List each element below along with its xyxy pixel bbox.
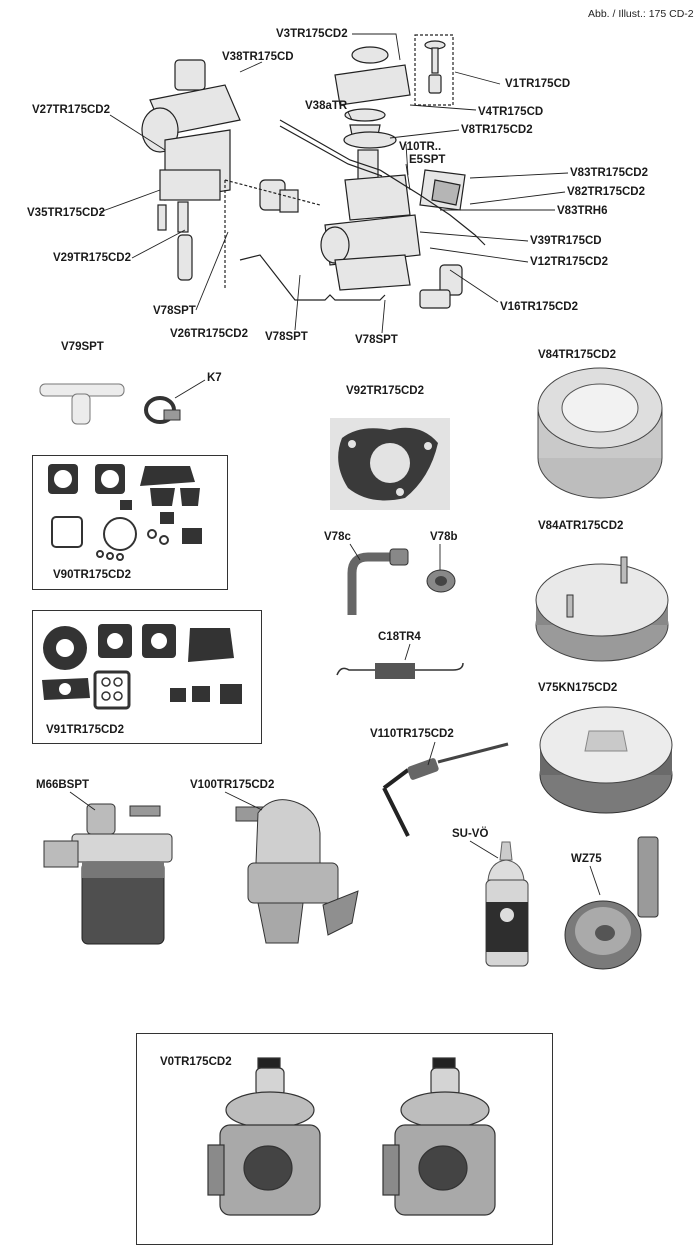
olive-nut	[426, 569, 456, 593]
part-label-v29tr175cd2: V29TR175CD2	[53, 252, 131, 264]
banjo-pipe	[347, 548, 409, 615]
kn-air-filter	[539, 706, 673, 814]
gasket-kit-parts-2	[42, 624, 242, 710]
part-label-v38atr: V38aTR	[305, 100, 348, 112]
flange-gasket	[330, 418, 450, 510]
part-label-v10tr: V10TR..	[399, 141, 442, 153]
part-label-v35tr175cd2: V35TR175CD2	[27, 207, 105, 219]
part-label-v16tr175cd2: V16TR175CD2	[500, 301, 578, 313]
exploded-carburettor-diagram	[141, 34, 486, 309]
part-label-v83tr175cd2: V83TR175CD2	[570, 167, 648, 179]
part-label-v12tr175cd2: V12TR175CD2	[530, 256, 608, 268]
part-label-v78spt-1: V78SPT	[153, 305, 196, 317]
illustration-reference: Abb. / Illust.: 175 CD-2	[588, 8, 694, 20]
part-label-v100tr175cd2: V100TR175CD2	[190, 779, 275, 791]
part-label-v82tr175cd2: V82TR175CD2	[567, 186, 645, 198]
part-label-k7: K7	[207, 372, 222, 384]
part-label-v91tr175cd2: V91TR175CD2	[46, 724, 124, 736]
part-label-v79spt: V79SPT	[61, 341, 104, 353]
carburettor-pair	[207, 1057, 496, 1216]
part-label-su-vo: SU-VÖ	[452, 828, 489, 840]
part-label-m66bspt: M66BSPT	[36, 779, 90, 791]
part-label-v84atr175cd2: V84ATR175CD2	[538, 520, 624, 532]
part-label-v78spt-2: V78SPT	[265, 331, 308, 343]
part-label-v39tr175cd: V39TR175CD	[530, 235, 602, 247]
part-label-v1tr175cd: V1TR175CD	[505, 78, 571, 90]
air-filter-element	[537, 367, 663, 499]
damper-oil-bottle	[485, 841, 529, 967]
return-spring	[336, 662, 464, 679]
hose-clamp	[144, 396, 181, 424]
part-label-v4tr175cd: V4TR175CD	[478, 106, 544, 118]
part-label-v110tr175cd2: V110TR175CD2	[370, 728, 454, 740]
part-label-v8tr175cd2: V8TR175CD2	[461, 124, 533, 136]
air-filter-chrome-housing	[535, 556, 669, 662]
part-label-wz75: WZ75	[571, 853, 602, 865]
part-label-v38tr175cd: V38TR175CD	[222, 51, 294, 63]
part-label-v83trh6: V83TRH6	[557, 205, 608, 217]
part-label-e5spt: E5SPT	[409, 154, 446, 166]
part-label-c18tr4: C18TR4	[378, 631, 421, 643]
part-label-v27tr175cd2: V27TR175CD2	[32, 104, 110, 116]
electric-fuel-pump	[43, 803, 173, 945]
part-label-v78b: V78b	[430, 531, 458, 543]
part-label-v26tr175cd2: V26TR175CD2	[170, 328, 248, 340]
part-label-v78spt-3: V78SPT	[355, 334, 398, 346]
part-label-v0tr175cd2: V0TR175CD2	[160, 1056, 232, 1068]
t-piece-connector	[39, 383, 125, 425]
part-label-v3tr175cd2: V3TR175CD2	[276, 28, 348, 40]
part-label-v75kn175cd2: V75KN175CD2	[538, 682, 618, 694]
needle-setting-tool	[382, 742, 509, 837]
mechanical-fuel-pump	[235, 799, 359, 944]
part-label-v84tr175cd2: V84TR175CD2	[538, 349, 616, 361]
jet-centering-tool	[564, 836, 659, 970]
part-label-v92tr175cd2: V92TR175CD2	[346, 385, 424, 397]
gasket-kit-parts	[48, 464, 202, 561]
part-label-v90tr175cd2: V90TR175CD2	[53, 569, 131, 581]
part-label-v78c: V78c	[324, 531, 351, 543]
